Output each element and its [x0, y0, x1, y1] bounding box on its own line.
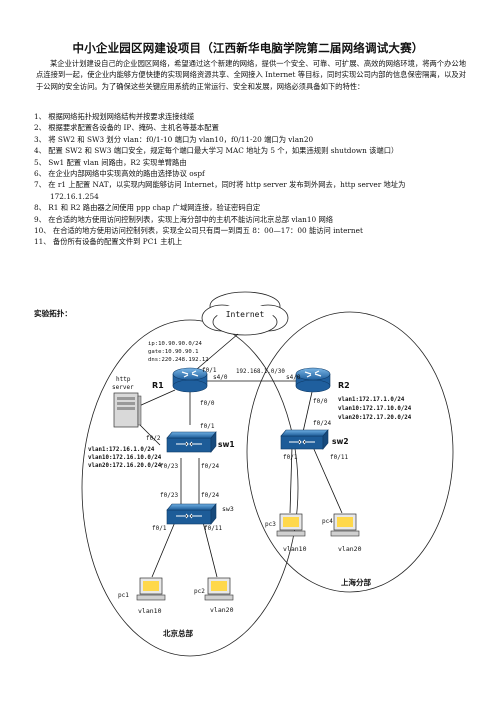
- shanghai-branch-zone: [246, 311, 454, 593]
- r2-label: R2: [338, 381, 350, 390]
- list-item: 3、 将 SW2 和 SW3 划分 vlan：f0/1-10 端口为 vlan1…: [34, 134, 314, 144]
- list-item: 7、 在 r1 上配置 NAT，以实现内网能够访问 Internet，同时将 h…: [34, 180, 406, 190]
- http-server-icon: [113, 392, 142, 428]
- wan-network-label: 192.168.1.0/30: [236, 369, 285, 375]
- sh-vlan20-label: vlan20:172.17.20.0/24: [338, 415, 412, 421]
- sw3-f024-label: f0/24: [201, 492, 219, 499]
- pc3-vlan-label: vlan10: [283, 545, 307, 553]
- isp-ip-label: ip:10.90.90.0/24: [148, 341, 203, 347]
- r1-f01-label: f0/1: [202, 367, 217, 374]
- isp-gateway-label: gate:10.90.90.1: [148, 349, 199, 355]
- sw2-f011-label: f0/11: [330, 454, 348, 461]
- bj-vlan10-label: vlan10:172.16.10.0/24: [88, 455, 162, 461]
- r1-label: R1: [152, 381, 164, 390]
- list-item: 2、 根据要求配置各设备的 IP、掩码、主机名等基本配置: [34, 123, 219, 133]
- sw2-f01-label: f0/1: [283, 454, 298, 461]
- sw3-label: sw3: [222, 505, 234, 513]
- sw1-f02-label: f0/2: [146, 435, 161, 442]
- server-label-line2: server: [112, 384, 134, 391]
- link-sw3-pc2: [202, 521, 218, 578]
- requirements-list: 1、 根据网络拓扑规划网络结构并按要求连接线缆 2、 根据要求配置各设备的 IP…: [34, 111, 470, 248]
- list-item: 6、 在企业内部网络中实现高效的路由选择协议 ospf: [34, 169, 205, 179]
- sw3-f011-label: f0/11: [204, 525, 222, 532]
- link-sw2-pc4: [312, 446, 343, 514]
- pc4-vlan-label: vlan20: [338, 545, 362, 553]
- switch-sw1-icon: [166, 431, 217, 453]
- pc1-icon: [136, 577, 166, 601]
- list-item: 8、 R1 和 R2 路由器之间使用 ppp chap 广域网连接，验证密码自定: [34, 203, 261, 213]
- link-sw2-pc3: [289, 446, 293, 514]
- sw2-f024-label: f0/24: [313, 420, 331, 427]
- router-r2-icon: [295, 367, 331, 393]
- list-item: 5、 Sw1 配置 vlan 间路由，R2 实现单臂路由: [34, 157, 187, 167]
- link-r2-sw2: [302, 391, 313, 433]
- sw1-f01-label: f0/1: [200, 423, 215, 430]
- list-item: 1、 根据网络拓扑规划网络结构并按要求连接线缆: [34, 112, 195, 121]
- pc1-label: pc1: [118, 592, 129, 599]
- list-item-continuation: 172.16.1.254: [50, 191, 99, 201]
- sw3-f01-label: f0/1: [152, 525, 167, 532]
- link-server-r1: [138, 389, 176, 407]
- r2-f00-label: f0/0: [313, 398, 328, 405]
- sh-vlan10-label: vlan10:172.17.10.0/24: [338, 406, 412, 412]
- internet-cloud: Internet: [201, 291, 289, 336]
- router-r1-icon: [172, 367, 208, 393]
- bj-vlan20-label: vlan20:172.16.20.0/24: [88, 463, 162, 469]
- sw2-label: sw2: [332, 437, 349, 446]
- r1-s40-label: s4/0: [213, 374, 228, 381]
- pc2-label: pc2: [194, 588, 205, 595]
- link-sw1-f02: [139, 424, 161, 446]
- pc2-icon: [204, 577, 234, 601]
- pc3-icon: [276, 513, 306, 537]
- beijing-hq-label: 北京总部: [163, 628, 193, 638]
- list-item: 4、 配置 SW2 和 SW3 端口安全，规定每个端口最大学习 MAC 地址为 …: [34, 146, 399, 156]
- link-lines: [138, 333, 343, 578]
- link-sw3-pc1: [151, 521, 176, 578]
- intro-paragraph: 某企业计划建设自己的企业园区网络，希望通过这个新建的网络，提供一个安全、可靠、可…: [36, 59, 466, 91]
- internet-label: Internet: [226, 310, 265, 319]
- pc4-label: pc4: [322, 518, 333, 525]
- sw1-f023-label: f0/23: [160, 463, 178, 470]
- list-item: 11、 备份所有设备的配置文件到 PC1 主机上: [34, 237, 183, 247]
- switch-sw2-icon: [280, 429, 329, 450]
- sw3-f023-label: f0/23: [160, 492, 178, 499]
- r1-f00-label: f0/0: [200, 400, 215, 407]
- sw1-label: sw1: [218, 440, 235, 449]
- list-item: 10、 在合适的地方使用访问控制列表，实现全公司只有周一到周五 8：00—17：…: [34, 226, 363, 236]
- isp-dns-label: dns:220.248.192.12: [148, 357, 209, 363]
- pc4-icon: [330, 513, 360, 537]
- beijing-hq-zone: [81, 319, 299, 657]
- link-internet-r1: [189, 333, 239, 376]
- server-label-line1: http: [116, 376, 131, 383]
- bj-vlan1-label: vlan1:172.16.1.0/24: [88, 447, 155, 453]
- pc3-label: pc3: [265, 521, 276, 528]
- switch-sw3-icon: [166, 503, 217, 525]
- list-item: 9、 在合适的地方使用访问控制列表，实现上海分部中的主机不能访问北京总部 vla…: [34, 214, 334, 224]
- shanghai-branch-label: 上海分部: [341, 577, 371, 587]
- r2-s40-label: s4/0: [286, 374, 301, 381]
- sh-vlan1-label: vlan1:172.17.1.0/24: [338, 397, 405, 403]
- pc2-vlan-label: vlan20: [210, 606, 234, 614]
- topology-heading: 实验拓扑：: [34, 309, 72, 318]
- pc1-vlan-label: vlan10: [138, 607, 162, 615]
- sw1-f024-label: f0/24: [201, 463, 219, 470]
- document-title: 中小企业园区网建设项目（江西新华电脑学院第二届网络调试大赛）: [72, 41, 424, 55]
